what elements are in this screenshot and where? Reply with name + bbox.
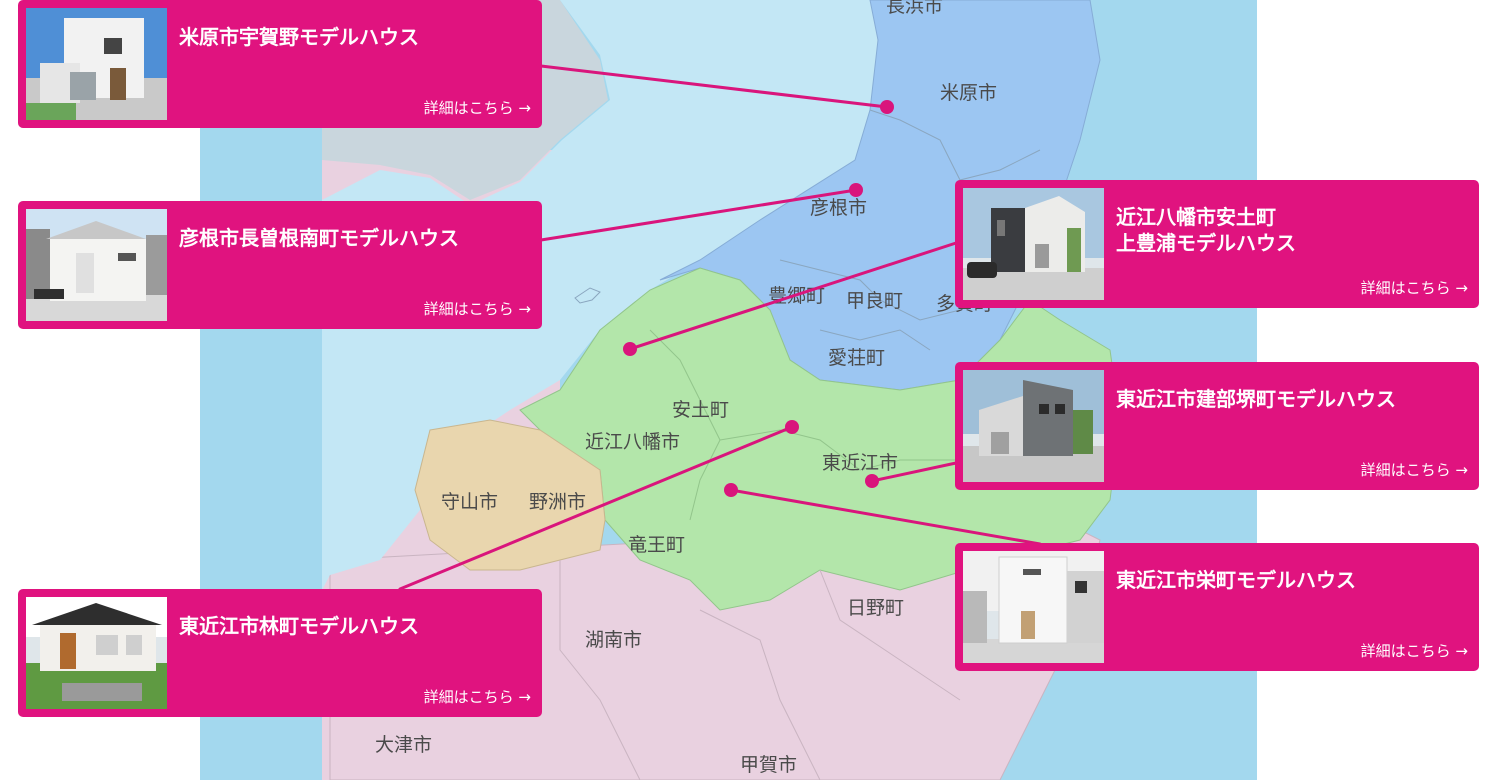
label-maibara: 米原市 xyxy=(940,82,997,104)
label-aisho: 愛荘町 xyxy=(828,347,885,369)
connector-lines xyxy=(398,64,1042,591)
model-house-title-line: 上豊浦モデルハウス xyxy=(1116,231,1296,255)
connector-line-azuchi xyxy=(628,241,958,351)
label-moriyama: 守山市 xyxy=(441,491,498,513)
model-house-title-line: 東近江市建部堺町モデルハウス xyxy=(1116,387,1396,411)
label-nagahama: 長浜市 xyxy=(886,0,943,17)
location-pin-hayashi xyxy=(785,420,799,434)
details-link[interactable]: 詳細はこちら → xyxy=(1360,642,1468,660)
details-link[interactable]: 詳細はこちら → xyxy=(423,99,531,117)
house-photo-white-two-story xyxy=(26,8,167,120)
label-azuchi: 安土町 xyxy=(672,399,729,421)
model-house-card-azuchi-kamitoyoura[interactable]: 近江八幡市安土町 上豊浦モデルハウス 詳細はこちら → xyxy=(955,180,1479,308)
house-photo-dark-and-white-cube xyxy=(963,188,1104,300)
region-west-land xyxy=(414,419,606,571)
label-yasu: 野洲市 xyxy=(529,491,586,513)
label-hikone: 彦根市 xyxy=(810,197,867,219)
model-house-title-line: 米原市宇賀野モデルハウス xyxy=(179,25,419,49)
location-pins xyxy=(623,100,894,497)
model-house-title: 米原市宇賀野モデルハウス xyxy=(179,24,530,50)
model-house-title-line: 彦根市長曽根南町モデルハウス xyxy=(179,226,459,250)
house-photo-gray-cube xyxy=(963,370,1104,482)
model-house-title: 東近江市建部堺町モデルハウス xyxy=(1116,386,1467,412)
lake-island xyxy=(574,287,601,304)
region-borders-south xyxy=(559,560,961,780)
connector-line-takebesakai xyxy=(870,461,958,483)
label-ryuo: 竜王町 xyxy=(628,534,685,556)
region-borders xyxy=(779,109,1041,351)
location-pin-takebesakai xyxy=(865,474,879,488)
location-pin-azuchi xyxy=(623,342,637,356)
region-borders-central xyxy=(649,329,960,521)
details-link[interactable]: 詳細はこちら → xyxy=(1360,461,1468,479)
details-link[interactable]: 詳細はこちら → xyxy=(423,300,531,318)
details-link[interactable]: 詳細はこちら → xyxy=(1360,279,1468,297)
model-house-title-line: 近江八幡市安土町 xyxy=(1116,205,1276,229)
location-pin-sakae xyxy=(724,483,738,497)
location-pin-maibara xyxy=(880,100,894,114)
model-house-card-maibara[interactable]: 米原市宇賀野モデルハウス 詳細はこちら → xyxy=(18,0,542,128)
connector-line-sakae xyxy=(729,488,1042,546)
details-link[interactable]: 詳細はこちら → xyxy=(423,688,531,706)
connector-line-hikone xyxy=(539,188,858,242)
label-koura: 甲良町 xyxy=(846,290,903,312)
model-house-card-hayashi[interactable]: 東近江市林町モデルハウス 詳細はこちら → xyxy=(18,589,542,717)
model-house-card-hikone[interactable]: 彦根市長曽根南町モデルハウス 詳細はこちら → xyxy=(18,201,542,329)
house-photo-bungalow xyxy=(26,597,167,709)
label-hino: 日野町 xyxy=(847,597,904,619)
connector-line-maibara xyxy=(539,64,889,109)
model-house-card-takebesakai[interactable]: 東近江市建部堺町モデルハウス 詳細はこちら → xyxy=(955,362,1479,490)
model-house-card-sakae[interactable]: 東近江市栄町モデルハウス 詳細はこちら → xyxy=(955,543,1479,671)
location-pin-hikone xyxy=(849,183,863,197)
model-house-title: 彦根市長曽根南町モデルハウス xyxy=(179,225,530,251)
house-photo-white-with-gate xyxy=(26,209,167,321)
label-konan: 湖南市 xyxy=(585,629,642,651)
model-house-title: 近江八幡市安土町 上豊浦モデルハウス xyxy=(1116,204,1467,256)
house-photo-white-box xyxy=(963,551,1104,663)
model-house-title: 東近江市栄町モデルハウス xyxy=(1116,567,1467,593)
model-house-title-line: 東近江市林町モデルハウス xyxy=(179,614,419,638)
connector-line-hayashi xyxy=(398,425,794,591)
label-otsu: 大津市 xyxy=(375,734,432,756)
label-koka: 甲賀市 xyxy=(740,754,797,776)
model-house-title: 東近江市林町モデルハウス xyxy=(179,613,530,639)
label-higashiomi: 東近江市 xyxy=(822,452,898,474)
model-house-title-line: 東近江市栄町モデルハウス xyxy=(1116,568,1356,592)
label-omihachiman: 近江八幡市 xyxy=(585,431,680,453)
